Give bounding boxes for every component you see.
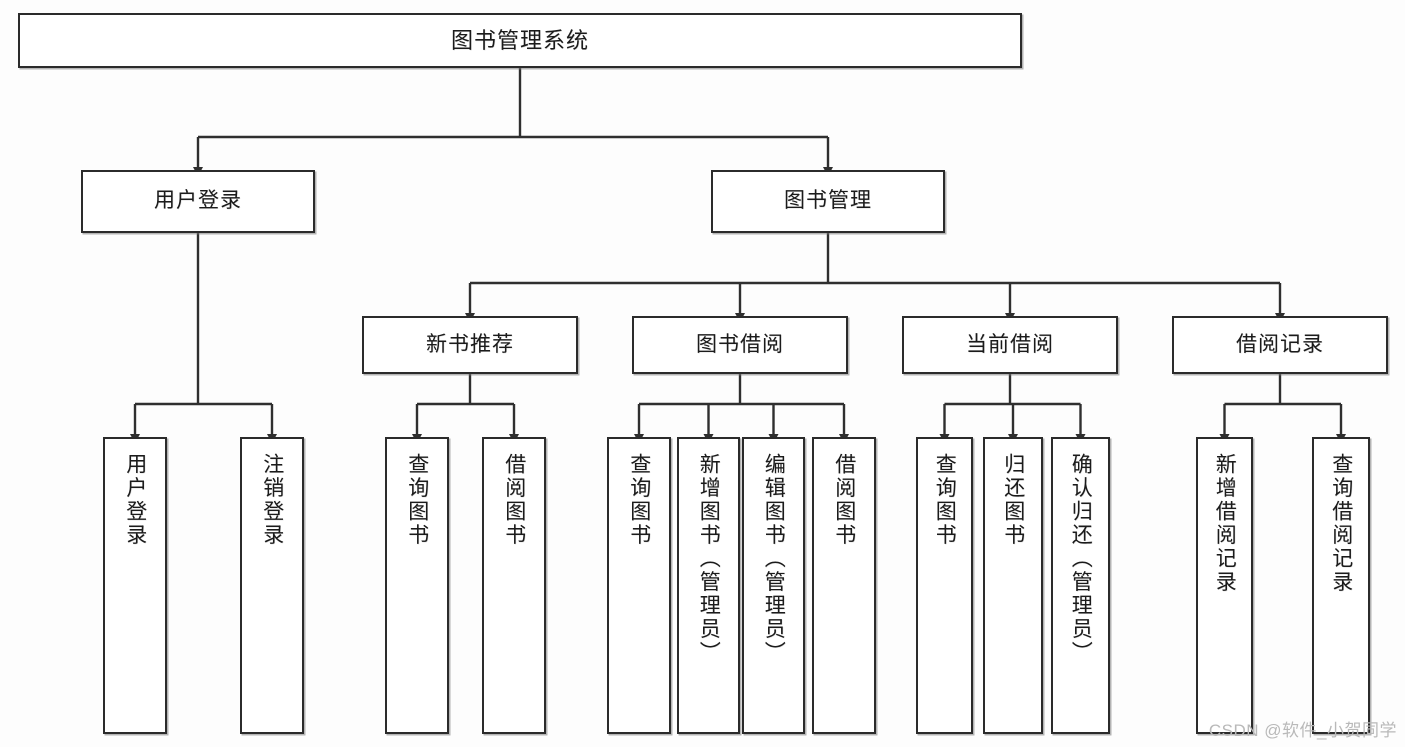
node-leaf-borrow-4[interactable]: 借阅图书: [812, 437, 876, 734]
node-label: 借阅图书: [502, 453, 526, 547]
node-label: 借阅记录: [1236, 332, 1324, 356]
node-label: 图书借阅: [696, 332, 784, 356]
node-label: 新书推荐: [426, 332, 514, 356]
node-leaf-current-2[interactable]: 归还图书: [983, 437, 1043, 734]
connector-group: [130, 68, 1346, 444]
node-borrow[interactable]: 图书借阅: [632, 316, 848, 374]
node-login[interactable]: 用户登录: [81, 170, 315, 233]
node-leaf-record-2[interactable]: 查询借阅记录: [1312, 437, 1370, 734]
node-label: 查询借阅记录: [1329, 453, 1353, 594]
node-newbooks[interactable]: 新书推荐: [362, 316, 578, 374]
node-label: 查询图书: [405, 453, 429, 547]
node-label: 注销登录: [260, 453, 284, 547]
node-label: 借阅图书: [832, 453, 856, 547]
node-label: 归还图书: [1001, 453, 1025, 547]
node-label: 图书管理: [784, 189, 872, 213]
node-label: 查询图书: [933, 453, 957, 547]
node-leaf-login-2[interactable]: 注销登录: [240, 437, 304, 734]
node-leaf-login-1[interactable]: 用户登录: [103, 437, 167, 734]
node-label: 确认归还（管理员）: [1069, 453, 1093, 665]
node-bookmgmt[interactable]: 图书管理: [711, 170, 945, 233]
node-leaf-borrow-1[interactable]: 查询图书: [607, 437, 671, 734]
node-records[interactable]: 借阅记录: [1172, 316, 1388, 374]
node-label: 新增图书（管理员）: [697, 453, 721, 665]
node-label: 用户登录: [154, 189, 242, 213]
node-label: 图书管理系统: [450, 27, 589, 53]
node-leaf-current-3[interactable]: 确认归还（管理员）: [1051, 437, 1110, 734]
watermark-label: CSDN @软件_小贺同学: [1208, 721, 1397, 740]
node-label: 编辑图书（管理员）: [762, 453, 786, 665]
node-label: 当前借阅: [966, 332, 1054, 356]
node-current[interactable]: 当前借阅: [902, 316, 1118, 374]
node-label: 查询图书: [627, 453, 651, 547]
node-leaf-borrow-2[interactable]: 新增图书（管理员）: [677, 437, 740, 734]
node-leaf-borrow-3[interactable]: 编辑图书（管理员）: [742, 437, 805, 734]
node-leaf-current-1[interactable]: 查询图书: [916, 437, 973, 734]
node-label: 新增借阅记录: [1213, 453, 1237, 594]
node-label: 用户登录: [123, 453, 147, 547]
node-root[interactable]: 图书管理系统: [18, 13, 1022, 68]
node-leaf-record-1[interactable]: 新增借阅记录: [1196, 437, 1253, 734]
node-leaf-new-2[interactable]: 借阅图书: [482, 437, 546, 734]
node-leaf-new-1[interactable]: 查询图书: [385, 437, 449, 734]
